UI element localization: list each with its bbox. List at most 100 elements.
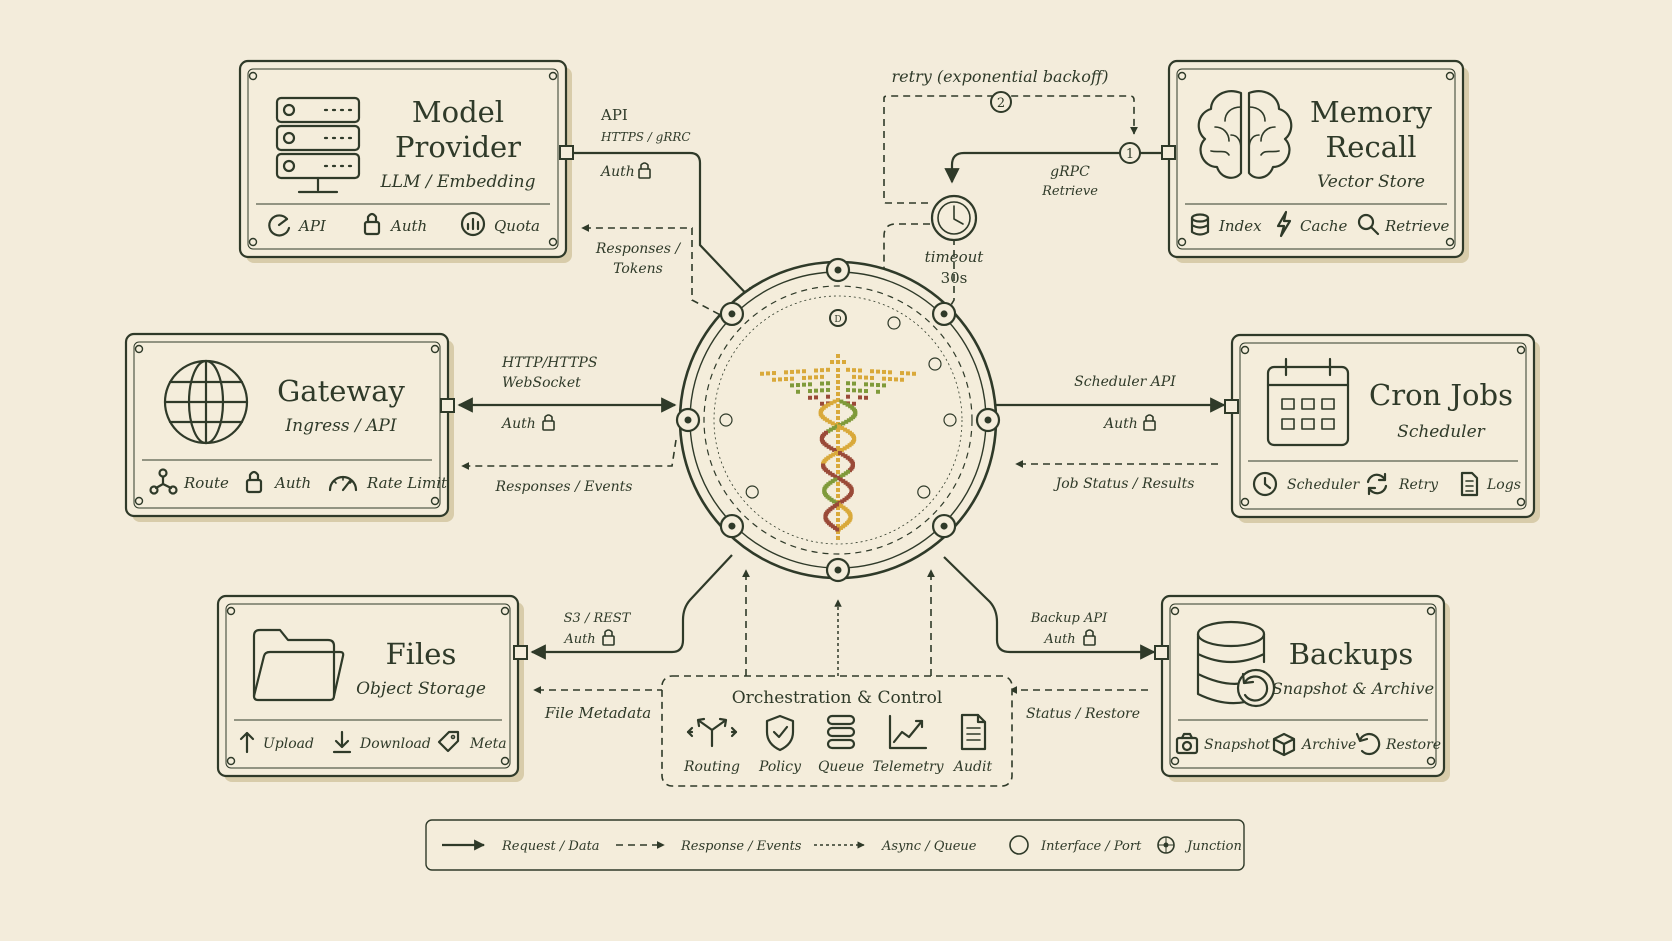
hub-port-node[interactable]: [675, 407, 701, 433]
model-provider-response-line: [581, 224, 731, 321]
emblem-pixel: [840, 452, 845, 457]
route-icon: [149, 468, 178, 495]
hub-port-node[interactable]: [825, 557, 851, 583]
emblem-pixel: [870, 375, 874, 380]
gateway-req-label-1: HTTP/HTTPS: [501, 355, 597, 371]
hub-port-node[interactable]: [719, 513, 745, 539]
emblem-pixel: [894, 377, 898, 382]
backups-feature-archive[interactable]: Archive: [1272, 732, 1356, 757]
cron-jobs-card[interactable]: Cron Jobs Scheduler Scheduler Retry Logs: [1224, 333, 1540, 523]
shield-icon: [765, 714, 795, 752]
orchestration-item-queue[interactable]: Queue: [818, 714, 864, 775]
emblem-pixel: [825, 469, 830, 474]
cron-feature-logs[interactable]: Logs: [1460, 471, 1521, 497]
camera-icon: [1175, 732, 1199, 755]
orchestration-item-audit[interactable]: Audit: [952, 713, 993, 775]
hub-dotted-ring: [713, 295, 963, 545]
orchestration-item-telemetry[interactable]: Telemetry: [872, 714, 945, 775]
model-provider-feature-api[interactable]: API: [268, 214, 327, 237]
hub-sensor-icon: [917, 485, 931, 499]
emblem-pixel: [836, 422, 840, 426]
emblem-pixel: [845, 429, 850, 434]
emblem-pixel: [839, 447, 844, 452]
orchestration-panel[interactable]: Orchestration & Control Routing Policy Q…: [661, 675, 1013, 787]
gateway-card[interactable]: Gateway Ingress / API Route Auth Rate Li…: [124, 332, 455, 522]
backups-feature-restore[interactable]: Restore: [1355, 732, 1441, 756]
hub-port-node[interactable]: [975, 407, 1001, 433]
emblem-pixel: [830, 472, 835, 477]
backups-card[interactable]: Backups Snapshot & Archive Snapshot Arch…: [1154, 594, 1450, 782]
hub-port-node[interactable]: [931, 513, 957, 539]
emblem-pixel: [830, 479, 835, 484]
memory-recall-card[interactable]: Memory Recall Vector Store Index Cache R…: [1161, 59, 1469, 263]
emblem-pixel: [833, 477, 838, 482]
emblem-pixel: [852, 368, 856, 373]
model-provider-request-line: [574, 151, 756, 304]
emblem-pixel: [778, 377, 782, 382]
hub-port-node[interactable]: [931, 301, 957, 327]
legend-item-response: Response / Events: [616, 839, 802, 854]
files-feature-download[interactable]: Download: [332, 730, 431, 754]
files-port[interactable]: [513, 645, 528, 660]
gateway-feature-rate-limit[interactable]: Rate Limit: [328, 474, 448, 492]
emblem-pixel: [882, 376, 886, 381]
emblem-pixel: [852, 381, 856, 386]
memory-recall-port[interactable]: [1161, 145, 1176, 160]
model-provider-feature-auth[interactable]: Auth: [363, 212, 427, 236]
orchestration-item-routing[interactable]: Routing: [683, 717, 740, 775]
emblem-pixel: [772, 377, 776, 382]
emblem-pixel: [834, 424, 839, 429]
emblem-pixel: [784, 377, 788, 382]
backups-port[interactable]: [1154, 645, 1169, 660]
emblem-pixel: [836, 428, 840, 432]
emblem-pixel: [852, 374, 856, 379]
hub-port-node[interactable]: [825, 257, 851, 283]
model-provider-feature-quota[interactable]: Quota: [460, 211, 540, 237]
emblem-pixel: [841, 421, 846, 426]
gateway-feature-route[interactable]: Route: [149, 468, 230, 495]
emblem-pixel: [836, 440, 840, 444]
emblem-pixel: [831, 499, 836, 504]
cron-resp-label: Job Status / Results: [1053, 476, 1195, 492]
hub-port-node[interactable]: [719, 301, 745, 327]
backups-feature-snapshot[interactable]: Snapshot: [1175, 732, 1271, 755]
files-feature-upload[interactable]: Upload: [239, 731, 314, 754]
emblem-pixel: [841, 524, 846, 529]
emblem-pixel: [802, 375, 806, 380]
model-provider-port[interactable]: [559, 145, 574, 160]
files-card[interactable]: Files Object Storage Upload Download Met…: [216, 594, 528, 782]
memory-recall-feature-cache[interactable]: Cache: [1276, 210, 1347, 238]
emblem-pixel: [836, 506, 840, 510]
emblem-pixel: [843, 454, 848, 459]
orchestration-item-policy[interactable]: Policy: [758, 714, 802, 775]
svg-text:Retry: Retry: [1398, 477, 1439, 493]
cron-jobs-port[interactable]: [1224, 399, 1239, 414]
queue-icon: [826, 714, 856, 750]
emblem-pixel: [858, 375, 862, 380]
emblem-pixel: [823, 404, 828, 409]
emblem-pixel: [836, 386, 840, 390]
emblem-pixel: [864, 395, 868, 400]
cron-feature-scheduler[interactable]: Scheduler: [1252, 471, 1360, 497]
gateway-port[interactable]: [440, 398, 455, 413]
cron-feature-retry[interactable]: Retry: [1366, 472, 1439, 496]
svg-text:Snapshot: Snapshot: [1204, 737, 1271, 753]
backups-title: Backups: [1289, 637, 1414, 671]
emblem-pixel: [790, 376, 794, 381]
database-restore-icon: [1196, 620, 1276, 708]
files-feature-meta[interactable]: Meta: [437, 730, 507, 753]
restore-icon: [1355, 732, 1381, 756]
emblem-pixel: [833, 474, 838, 479]
emblem-pixel: [864, 375, 868, 380]
memory-recall-feature-retrieve[interactable]: Retrieve: [1357, 213, 1450, 236]
hub-sensor-icon: [887, 316, 901, 330]
memory-recall-feature-index[interactable]: Index: [1190, 213, 1262, 236]
emblem-pixel: [845, 444, 850, 449]
model-provider-req-label-2: HTTPS / gRRC: [600, 130, 691, 144]
model-provider-card[interactable]: Model Provider LLM / Embedding API Auth …: [238, 59, 574, 263]
emblem-pixel: [827, 419, 832, 424]
routing-icon: [686, 717, 738, 748]
gateway-feature-auth[interactable]: Auth: [245, 470, 311, 494]
emblem-pixel: [796, 383, 800, 388]
